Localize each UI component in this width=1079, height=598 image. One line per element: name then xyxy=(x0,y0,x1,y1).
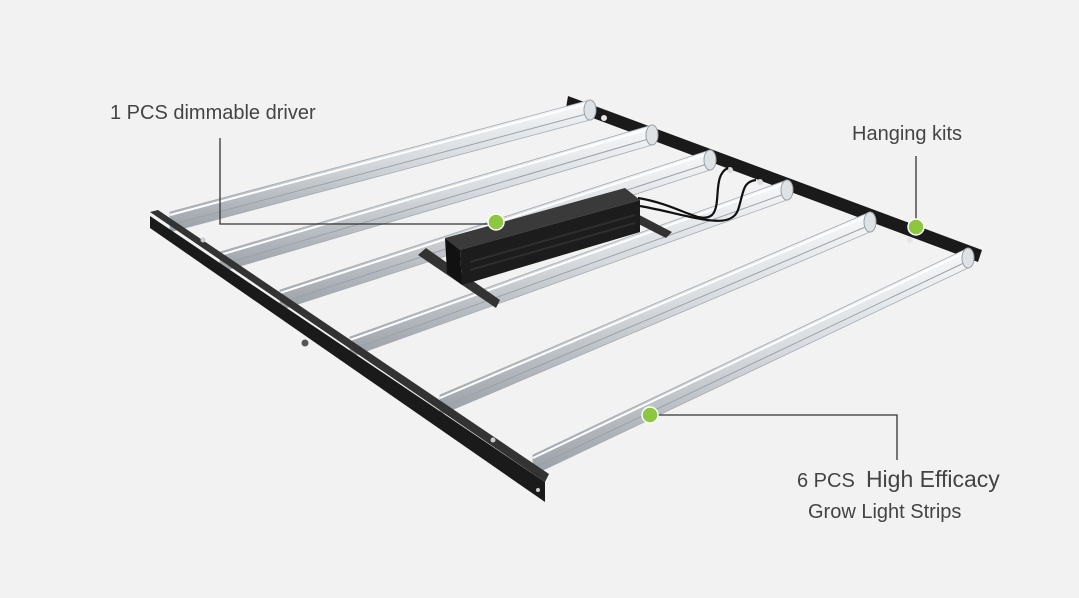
dimmable-driver xyxy=(418,188,672,308)
strips-count-label: 6 PCS xyxy=(797,470,855,492)
driver-callout-dot xyxy=(487,213,505,231)
mount-hole xyxy=(757,179,763,185)
light-strip xyxy=(439,211,877,416)
mount-hole xyxy=(490,437,496,443)
driver-leader-line xyxy=(219,138,496,225)
hanging-kit-callout-dot xyxy=(907,218,925,236)
mount-hole xyxy=(601,115,607,121)
strips-title-label: High Efficacy xyxy=(865,466,1000,492)
light-strips xyxy=(169,99,975,476)
light-strip xyxy=(349,179,794,358)
strip-callout-dot xyxy=(641,406,659,424)
mount-hole xyxy=(301,339,309,347)
strips-leader-line xyxy=(650,414,898,460)
front-frame-bar xyxy=(150,210,549,502)
mount-hole xyxy=(200,237,206,243)
leader-lines xyxy=(219,138,917,460)
driver-label: 1 PCS dimmable driver xyxy=(110,102,316,124)
light-strip xyxy=(532,247,975,476)
hanging-kits-label: Hanging kits xyxy=(852,123,963,145)
strips-label-line-1: 6 PCS High Efficacy xyxy=(797,466,1000,493)
driver-cables xyxy=(637,166,757,222)
strips-subtitle-label: Grow Light Strips xyxy=(808,501,962,523)
mount-hole xyxy=(727,167,733,173)
mount-hole xyxy=(536,488,540,492)
mount-hole xyxy=(907,237,913,243)
